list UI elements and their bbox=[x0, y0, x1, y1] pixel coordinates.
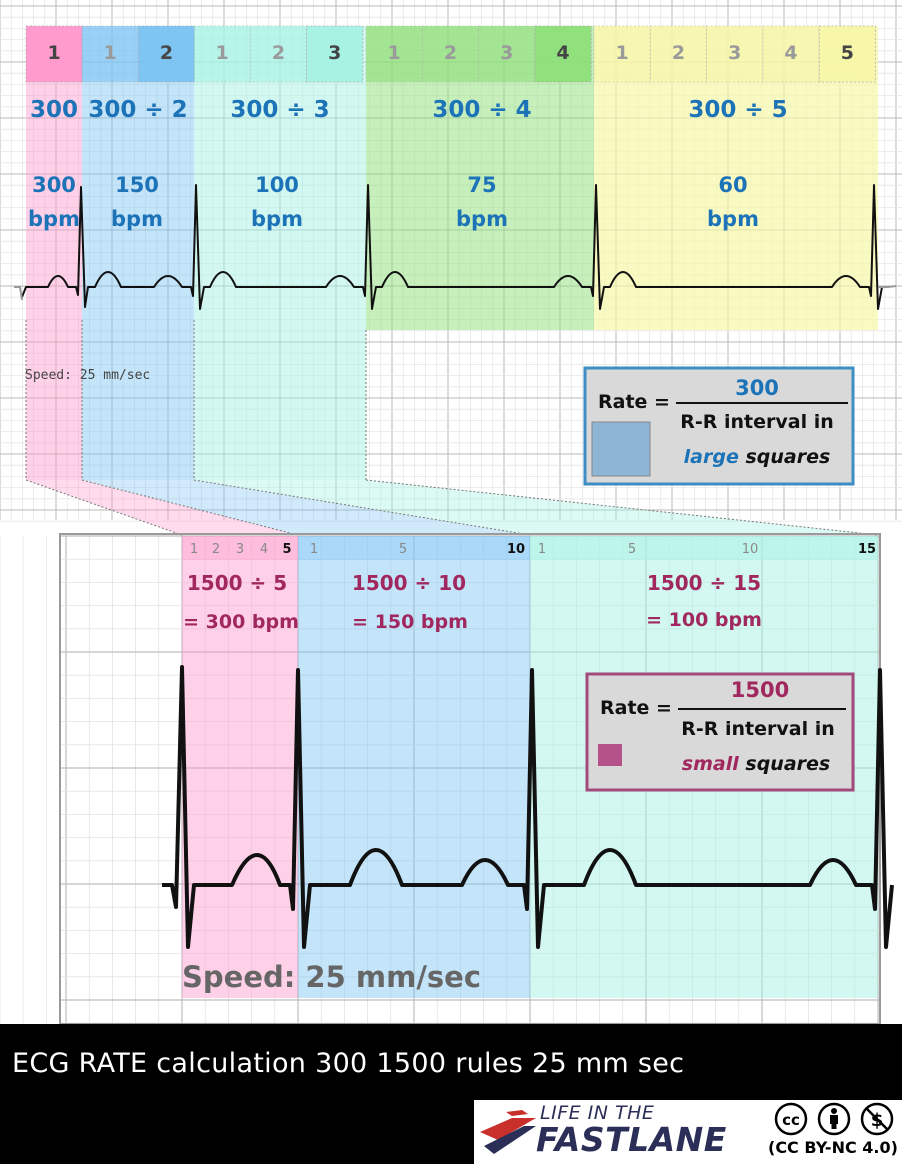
small-square-tick: 1 bbox=[310, 542, 318, 557]
formula-300: 300 bbox=[30, 97, 78, 123]
rule-box-label: Rate = bbox=[600, 697, 672, 719]
square-count-label: 2 bbox=[272, 42, 285, 64]
rule-box-small-squares: Rate = 1500 R-R interval in small square… bbox=[585, 672, 855, 792]
cc-icon: cc bbox=[774, 1102, 808, 1136]
rule-box-denominator-line2: small squares bbox=[682, 753, 830, 775]
rule-box-emphasis-large: large bbox=[684, 446, 739, 468]
license-label: (CC BY-NC 4.0) bbox=[768, 1138, 898, 1157]
rule-box-emphasis-small: small bbox=[682, 753, 739, 775]
unit-bpm: bpm bbox=[456, 207, 508, 231]
small-square-tick: 10 bbox=[742, 542, 759, 557]
rate-75: 75 bbox=[467, 173, 496, 197]
ecg-trace-bottom bbox=[162, 665, 894, 949]
rule-box-denominator-rest: squares bbox=[739, 753, 830, 775]
small-square-tick: 5 bbox=[399, 542, 407, 557]
small-square-tick: 5 bbox=[282, 542, 291, 557]
formula-300-div-5: 300 ÷ 5 bbox=[688, 97, 787, 123]
square-count-label: 3 bbox=[500, 42, 513, 64]
image-caption: ECG RATE calculation 300 1500 rules 25 m… bbox=[12, 1048, 685, 1079]
rate-100: 100 bbox=[255, 173, 299, 197]
speed-label-top: Speed: 25 mm/sec bbox=[25, 368, 150, 383]
rule-box-denominator-line1: R-R interval in bbox=[680, 411, 834, 433]
square-count-label: 2 bbox=[160, 42, 173, 64]
top-square-count-header: 1 1 2 1 2 3 1 2 3 4 1 2 3 4 5 bbox=[25, 25, 876, 83]
small-square-tick: 5 bbox=[628, 542, 636, 557]
funnel-connectors bbox=[25, 320, 879, 536]
square-count-label: 1 bbox=[216, 42, 229, 64]
ecg-trace-top bbox=[21, 184, 883, 310]
attribution-icon bbox=[817, 1102, 851, 1136]
square-count-label: 3 bbox=[328, 42, 341, 64]
noncommercial-icon: $ bbox=[860, 1102, 894, 1136]
square-count-label: 1 bbox=[616, 42, 629, 64]
rate-60: 60 bbox=[718, 173, 747, 197]
formula-300-div-2: 300 ÷ 2 bbox=[88, 97, 187, 123]
rate-150: 150 bbox=[115, 173, 159, 197]
lifeinthefastlane-logo[interactable]: LIFE IN THE FASTLANE cc $ (CC BY-NC 4.0) bbox=[474, 1100, 902, 1164]
square-count-label: 2 bbox=[444, 42, 457, 64]
region-150 bbox=[82, 26, 194, 480]
small-square-tick: 1 bbox=[190, 542, 198, 557]
logo-text-line2: FASTLANE bbox=[536, 1120, 727, 1159]
license-icons: cc $ bbox=[774, 1102, 894, 1136]
rule-box-large-squares: Rate = 300 R-R interval in large squares bbox=[583, 366, 855, 486]
small-square-swatch bbox=[598, 744, 622, 766]
top-rate-labels: 300 300 ÷ 2 300 ÷ 3 300 ÷ 4 300 ÷ 5 300 … bbox=[25, 97, 788, 383]
small-square-tick: 2 bbox=[212, 542, 220, 557]
rule-box-denominator-line1: R-R interval in bbox=[681, 718, 835, 740]
unit-bpm: bpm bbox=[251, 207, 303, 231]
rule-box-denominator-line2: large squares bbox=[684, 446, 831, 468]
rule-box-denominator-rest: squares bbox=[739, 446, 830, 468]
square-count-label: 1 bbox=[48, 42, 61, 64]
formula-1500-div-15: 1500 ÷ 15 bbox=[647, 571, 761, 595]
small-square-tick: 3 bbox=[236, 542, 244, 557]
svg-text:cc: cc bbox=[782, 1111, 800, 1129]
result-300-bpm: = 300 bpm bbox=[183, 611, 299, 633]
small-square-tick: 4 bbox=[260, 542, 268, 557]
square-count-label: 5 bbox=[841, 42, 854, 64]
small-square-tick: 10 bbox=[507, 542, 525, 557]
square-count-label: 2 bbox=[672, 42, 685, 64]
logo-text-line1: LIFE IN THE bbox=[540, 1102, 655, 1124]
formula-1500-div-5: 1500 ÷ 5 bbox=[187, 571, 287, 595]
square-count-label: 4 bbox=[784, 42, 797, 64]
rate-300: 300 bbox=[32, 173, 76, 197]
formula-300-div-3: 300 ÷ 3 bbox=[230, 97, 329, 123]
rule-box-numerator: 1500 bbox=[731, 678, 789, 702]
unit-bpm: bpm bbox=[28, 207, 80, 231]
rule-box-numerator: 300 bbox=[735, 376, 779, 400]
square-count-label: 1 bbox=[388, 42, 401, 64]
small-square-tick: 1 bbox=[538, 542, 546, 557]
road-mark-icon bbox=[480, 1110, 536, 1154]
rule-box-label: Rate = bbox=[598, 391, 670, 413]
region-1500-div-5 bbox=[182, 536, 298, 998]
square-count-label: 1 bbox=[104, 42, 117, 64]
region-1500-div-10 bbox=[298, 536, 530, 998]
region-100 bbox=[194, 26, 366, 480]
unit-bpm: bpm bbox=[707, 207, 759, 231]
formula-1500-div-10: 1500 ÷ 10 bbox=[352, 571, 466, 595]
formula-300-div-4: 300 ÷ 4 bbox=[432, 97, 531, 123]
small-square-tick: 15 bbox=[858, 542, 876, 557]
result-100-bpm: = 100 bpm bbox=[646, 609, 762, 631]
ecg-trace-top-fade-right bbox=[878, 285, 897, 288]
region-300 bbox=[26, 26, 82, 480]
square-count-label: 4 bbox=[556, 42, 569, 64]
speed-label-bottom: Speed: 25 mm/sec bbox=[182, 960, 481, 994]
unit-bpm: bpm bbox=[111, 207, 163, 231]
result-150-bpm: = 150 bpm bbox=[352, 611, 468, 633]
square-count-label: 3 bbox=[728, 42, 741, 64]
ecg-trace-top-fade-left bbox=[14, 286, 23, 301]
bottom-rate-labels: 1500 ÷ 5 1500 ÷ 10 1500 ÷ 15 = 300 bpm =… bbox=[182, 571, 762, 994]
large-square-swatch bbox=[591, 421, 651, 477]
